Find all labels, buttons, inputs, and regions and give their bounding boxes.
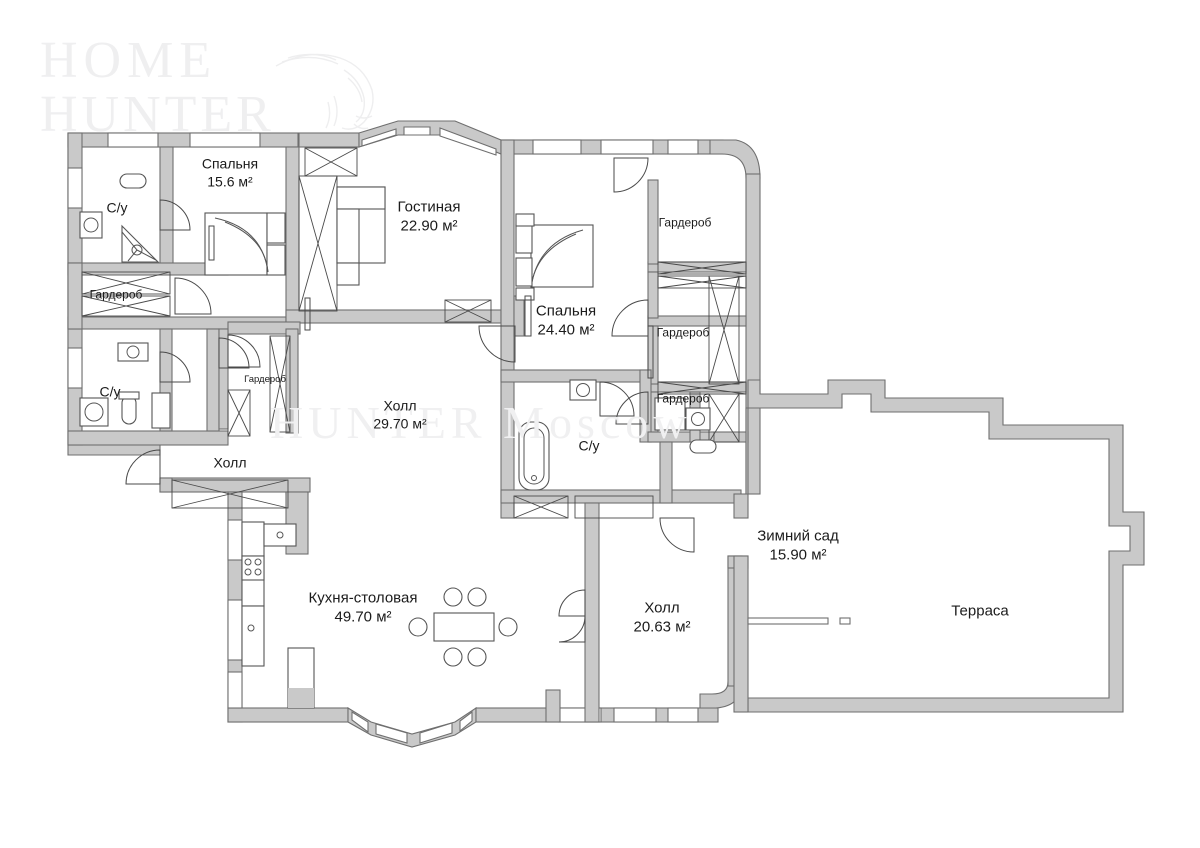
stove-icon xyxy=(241,555,265,581)
dining-chair-icon xyxy=(408,587,518,667)
toilet-icon xyxy=(689,439,717,454)
bed-icon xyxy=(204,212,286,276)
shower-icon xyxy=(121,224,160,263)
kitchen-sink-icon xyxy=(263,523,297,547)
washbasin-icon xyxy=(685,407,711,431)
washing-machine-icon xyxy=(79,397,109,427)
furniture-fixtures xyxy=(79,173,717,709)
washbasin-icon xyxy=(569,379,597,401)
dining-table-icon xyxy=(433,612,495,642)
toilet-icon xyxy=(119,173,147,189)
washbasin-icon xyxy=(79,211,103,239)
built-in-closets xyxy=(81,147,747,519)
windows xyxy=(67,132,851,709)
sofa-icon xyxy=(336,186,386,286)
bathtub-icon xyxy=(518,421,550,491)
doors xyxy=(125,157,695,643)
toilet-icon xyxy=(118,391,140,425)
washbasin-icon xyxy=(117,342,149,362)
bed-icon xyxy=(515,213,594,301)
